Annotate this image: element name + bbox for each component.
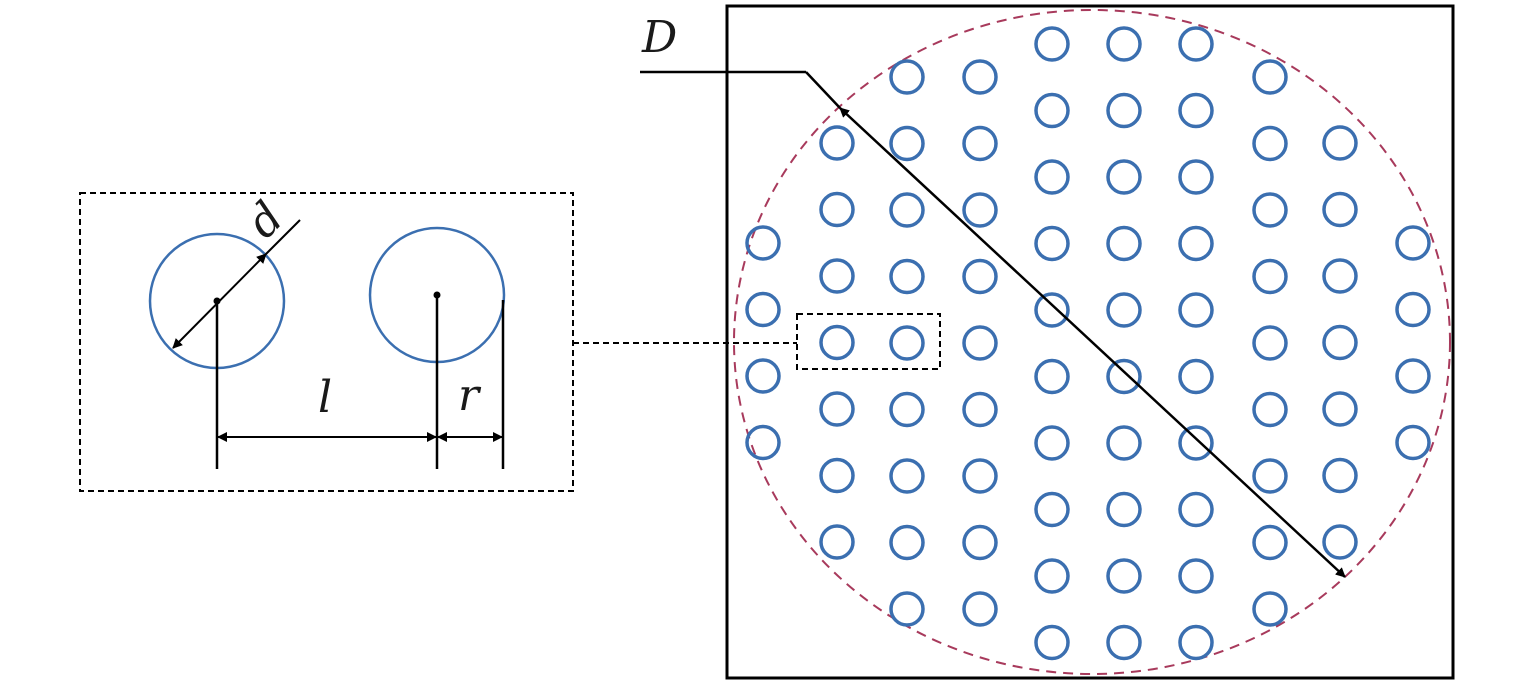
plate-hole [819,191,855,228]
plate-hole [745,225,781,261]
plate-hole [1252,325,1288,361]
plate-hole [819,457,855,494]
plate-hole [1034,92,1070,129]
plate-hole [745,358,781,394]
diameter-dimension-line [172,253,267,349]
plate-hole [962,125,998,162]
hole-array [745,26,1431,661]
plate-hole [889,591,925,627]
plate-hole [889,258,925,295]
plate-hole [1178,26,1214,62]
plate-hole [819,391,855,427]
plate-hole [1034,491,1070,528]
plate-view: D [640,4,1455,680]
plate-hole [1252,125,1288,162]
plate-hole [1322,524,1358,560]
plate-hole [889,458,925,494]
plate-hole [1034,358,1070,395]
plate-hole [889,125,925,162]
plate-hole [889,325,925,361]
plate-hole [1106,26,1142,62]
detail-view: d l r [79,192,574,492]
plate-hole [1034,292,1070,328]
label-r: r [458,370,482,421]
plate-hole [1178,558,1214,594]
plate-hole [962,325,998,361]
plate-hole [962,59,998,95]
plate-hole [962,458,998,494]
plate-hole [1178,159,1214,195]
diameter-extension-line [265,219,301,255]
plate-hole [1178,92,1214,129]
plate-hole [962,192,998,228]
plate-hole [1252,59,1288,95]
plate-hole [745,424,781,461]
diameter-leader-bend [805,71,841,109]
plate-hole [1106,425,1142,461]
plate-hole [889,192,925,228]
plate-hole [1178,292,1214,328]
plate-hole [1252,258,1288,295]
plate-hole [1395,225,1431,261]
plate-hole [1106,558,1142,594]
detail-frame [79,192,574,492]
plate-hole [889,524,925,561]
plate-hole [1034,425,1070,461]
plate-hole [745,291,781,328]
plate-hole [1106,624,1142,661]
plate-hole [819,125,855,161]
label-l: l [318,372,332,423]
plate-hole [1178,358,1214,395]
plate-hole [1178,491,1214,528]
plate-hole [1178,624,1214,661]
plate-hole [1252,591,1288,627]
plate-hole [962,524,998,561]
plate-hole [1034,624,1070,661]
detail-selection-box [796,313,941,370]
plate-hole [1395,424,1431,461]
plate-hole [1252,391,1288,428]
plate-hole [1252,458,1288,494]
plate-boundary-circle [733,9,1451,675]
plate-hole [1322,191,1358,228]
plate-hole [1252,192,1288,228]
plate-hole [1106,491,1142,528]
plate-hole [1322,391,1358,427]
plate-hole [1034,159,1070,195]
plate-hole [962,591,998,627]
plate-hole [1322,258,1358,294]
plate-hole [1106,159,1142,195]
plate-hole [1034,26,1070,62]
plate-hole [1322,324,1358,361]
plate-hole [1252,524,1288,561]
plate-hole [889,391,925,428]
plate-hole [1034,225,1070,262]
plate-frame [725,4,1455,680]
plate-hole [1395,291,1431,328]
plate-hole [1395,358,1431,394]
plate-hole [819,524,855,560]
plate-hole [1178,425,1214,461]
plate-hole [1034,558,1070,594]
plate-hole [819,258,855,294]
label-D: D [641,12,677,63]
plate-hole [962,391,998,428]
plate-hole [1106,225,1142,262]
plate-hole [1106,92,1142,129]
plate-hole [962,258,998,295]
plate-hole [889,59,925,95]
plate-hole [1322,125,1358,161]
plate-hole [819,324,855,361]
plate-hole [1106,358,1142,395]
plate-diameter-dimension-line [839,107,1346,578]
plate-hole [1322,457,1358,494]
plate-hole [1106,292,1142,328]
plate-hole [1178,225,1214,262]
